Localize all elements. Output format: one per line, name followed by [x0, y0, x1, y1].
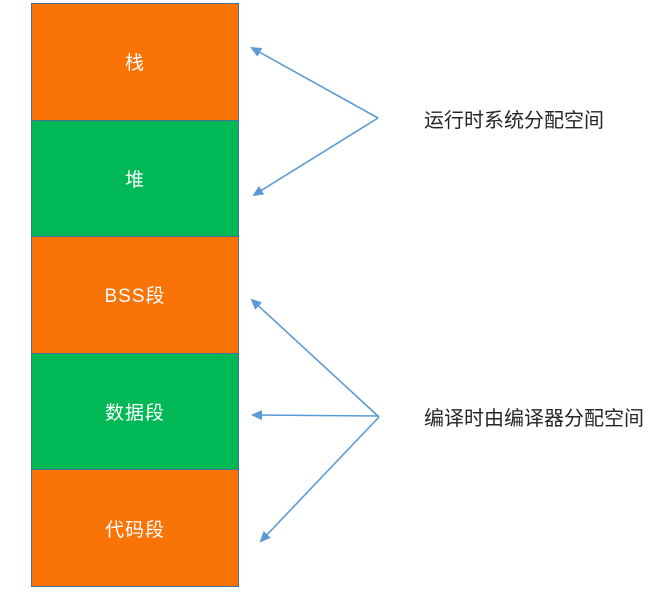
- segment-heap: 堆: [32, 120, 238, 238]
- segment-data: 数据段: [32, 353, 238, 471]
- annotation-compiletime: 编译时由编译器分配空间: [424, 408, 644, 430]
- segment-stack: 栈: [32, 4, 238, 121]
- segment-code: 代码段: [32, 470, 238, 586]
- segment-bss: BSS段: [32, 237, 238, 354]
- segment-heap-label: 堆: [124, 169, 145, 191]
- segment-stack-label: 栈: [124, 53, 145, 75]
- segment-bss-label: BSS段: [104, 286, 166, 308]
- annotation-runtime: 运行时系统分配空间: [424, 110, 604, 132]
- memory-stack: 栈 堆 BSS段 数据段 代码段: [31, 3, 239, 587]
- segment-data-label: 数据段: [104, 403, 165, 425]
- segment-code-label: 代码段: [104, 519, 165, 541]
